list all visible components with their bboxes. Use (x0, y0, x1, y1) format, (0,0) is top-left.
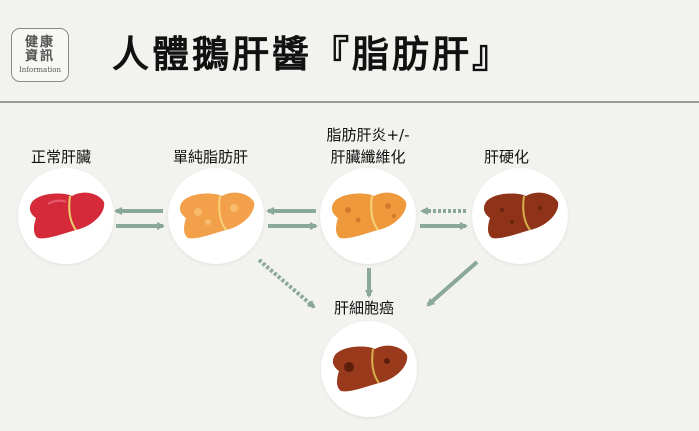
logo-text-line2: 資訊 (24, 48, 55, 64)
page-title: 人體鵝肝醬『脂肪肝』 (112, 33, 512, 76)
arrow-cirrhosis-to-cancer (426, 260, 479, 307)
health-info-logo: 健康 資訊 Information (11, 28, 69, 82)
normal-liver-circle (18, 168, 114, 264)
cancer-liver-circle (321, 321, 417, 417)
header-divider (0, 101, 699, 103)
stage-label-nash-line2: 肝臟纖維化 (330, 148, 406, 166)
arrow-simple-to-cancer-dotted (257, 258, 316, 309)
cancer-liver-icon (332, 345, 408, 392)
logo-text-line1: 健康 (24, 34, 55, 50)
stage-label-cirrhosis: 肝硬化 (484, 148, 530, 166)
stage-label-nash-line1: 脂肪肝炎+/- (326, 126, 410, 144)
logo-text-line3: Information (18, 65, 61, 74)
nash-liver-circle (320, 168, 416, 264)
simple-fatty-liver-icon (179, 192, 255, 239)
stage-label-normal: 正常肝臟 (31, 148, 92, 166)
stage-label-cancer: 肝細胞癌 (334, 299, 395, 317)
simple-fatty-liver-circle (168, 168, 264, 264)
cirrhosis-liver-circle (472, 168, 568, 264)
stage-label-simple-fatty: 單純脂肪肝 (173, 148, 249, 166)
stage-label-nash: 脂肪肝炎+/- 肝臟纖維化 (308, 124, 428, 168)
cirrhosis-liver-icon (483, 192, 559, 239)
normal-liver-icon (29, 192, 105, 239)
nash-liver-icon (331, 192, 407, 239)
